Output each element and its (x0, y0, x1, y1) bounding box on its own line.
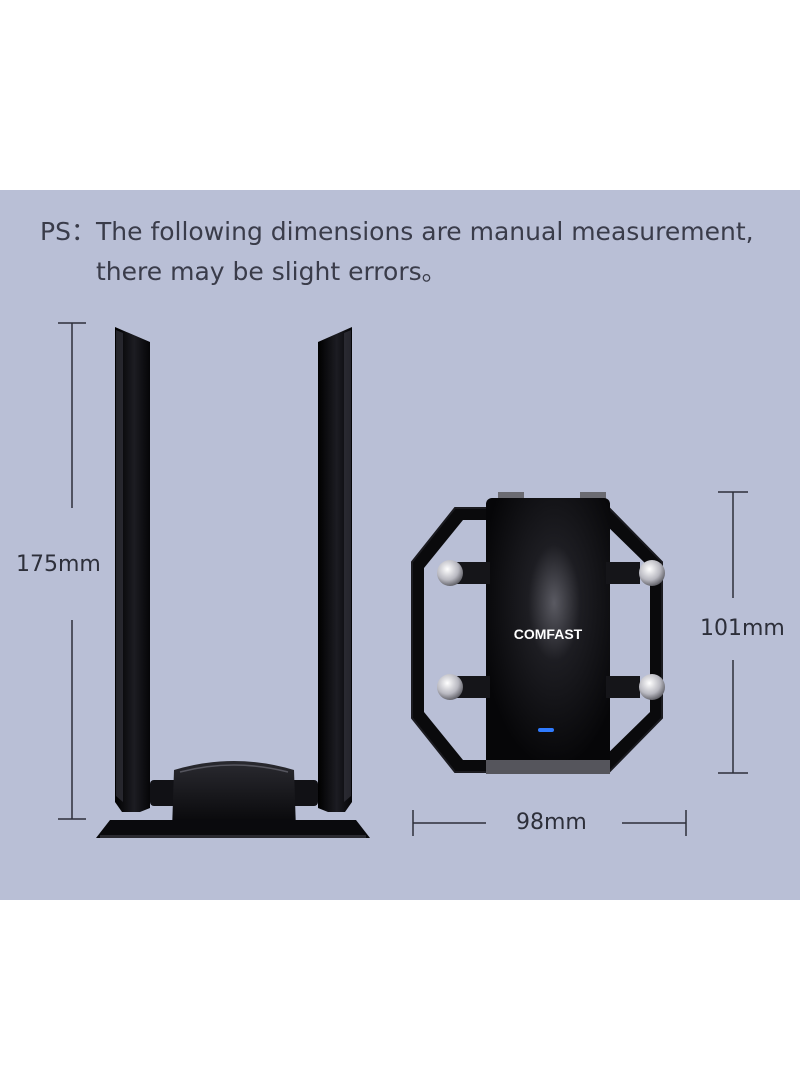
front-view-adapter: COMFAST (411, 492, 665, 774)
side-view-adapter (96, 327, 370, 838)
front-height-dimension-line (718, 491, 748, 774)
antenna-connector-top-right (606, 560, 665, 586)
adapter-base (172, 761, 296, 830)
measurement-note: PS：The following dimensions are manual m… (40, 212, 780, 292)
side-height-dimension-line (58, 322, 86, 820)
adapter-stand (96, 820, 370, 838)
adapter-body (486, 498, 610, 774)
device-illustration: COMFAST (58, 322, 748, 838)
front-width-dimension-line (412, 810, 687, 836)
brand-logo: COMFAST (514, 626, 583, 642)
antenna-connector-bottom-left (437, 674, 490, 700)
antenna-connector-bottom-right (606, 674, 665, 700)
width-98-label: 98mm (516, 810, 587, 835)
note-line-2: there may be slight errors。 (96, 257, 447, 286)
right-antenna (318, 327, 352, 812)
note-line-1: PS：The following dimensions are manual m… (40, 212, 780, 252)
product-dimension-panel: PS：The following dimensions are manual m… (0, 190, 800, 900)
antenna-connector-top-left (437, 560, 490, 586)
note-prefix: PS： (40, 217, 96, 246)
height-175-label: 175mm (16, 552, 101, 577)
height-101-label: 101mm (700, 616, 785, 641)
left-antenna (115, 327, 150, 812)
status-led (538, 728, 554, 732)
note-text-1: The following dimensions are manual meas… (96, 217, 754, 246)
